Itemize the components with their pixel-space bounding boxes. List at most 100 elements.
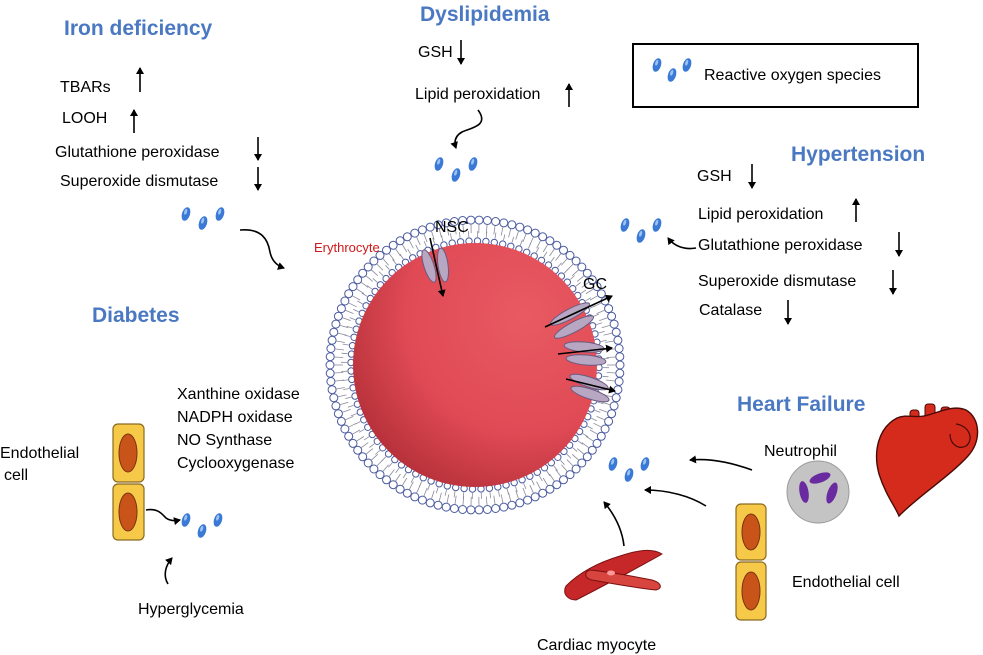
lipid-tail <box>363 436 370 441</box>
lipid-head <box>327 385 337 395</box>
lipid-tail <box>493 225 496 235</box>
lipid-head <box>613 335 623 345</box>
lipid-tail <box>542 477 549 486</box>
lipid-tail <box>395 248 401 257</box>
lipid-head <box>363 458 373 468</box>
lipid-tail <box>342 317 351 321</box>
lipid-head <box>433 220 443 230</box>
lipid-tail <box>522 487 527 497</box>
lipid-head <box>607 311 617 321</box>
lipid-tail <box>571 269 580 276</box>
lipid-tail <box>561 464 568 472</box>
lipid-tail <box>454 225 457 235</box>
lipid-head <box>592 282 602 292</box>
lipid-tail <box>365 448 374 455</box>
ros-icon <box>180 512 224 539</box>
lipid-tail <box>407 248 412 255</box>
lipid-head <box>340 424 350 434</box>
lipid-tail <box>446 494 450 504</box>
lipid-tail <box>511 236 515 243</box>
lipid-tail <box>341 379 348 381</box>
lipid-tail <box>431 490 435 500</box>
lipid-head <box>611 327 621 337</box>
lipid-head <box>417 225 427 235</box>
lipid-tail <box>515 486 518 493</box>
nsc-channel <box>421 247 449 283</box>
lipid-tail <box>360 281 369 288</box>
lipid-tail <box>506 488 509 495</box>
lipid-tail <box>522 233 527 243</box>
lipid-tail <box>591 417 597 422</box>
lipid-tail <box>366 285 373 290</box>
lipid-tail <box>348 302 357 308</box>
lipid-head <box>523 225 533 235</box>
lipid-tail <box>410 477 415 483</box>
lipid-tail <box>576 275 585 282</box>
lipid-tail <box>589 295 598 301</box>
lipid-tail <box>342 409 351 413</box>
lipid-tail <box>596 322 603 325</box>
lipid-tail <box>459 231 461 238</box>
lipid-head <box>507 500 517 510</box>
lipid-tail <box>555 253 562 261</box>
lipid-head <box>474 215 484 225</box>
lipid-head <box>417 495 427 505</box>
gc-arrow-icon <box>544 294 613 328</box>
lipid-head <box>545 484 555 494</box>
lipid-tail <box>385 265 390 270</box>
lipid-head <box>499 502 509 512</box>
lipid-head <box>565 250 575 260</box>
lipid-tail <box>582 433 589 438</box>
lipid-tail <box>444 489 447 496</box>
lipid-head <box>326 377 336 386</box>
lipid-tail <box>462 492 465 499</box>
lipid-head <box>353 445 363 455</box>
lipid-tail <box>423 233 428 243</box>
lipid-tail <box>546 470 551 477</box>
nsc-label: NSC <box>435 219 469 236</box>
lipid-tail <box>370 454 379 461</box>
hf-endothelial-label: Endothelial cell <box>792 574 900 591</box>
lipid-tail <box>606 356 616 358</box>
lipid-head <box>433 500 443 510</box>
lipid-tail <box>508 492 512 502</box>
lipid-tail <box>493 495 496 505</box>
lipid-tail <box>347 405 354 408</box>
lipid-head <box>587 275 597 285</box>
lipid-head <box>530 228 540 238</box>
lipid-tail <box>585 436 594 442</box>
lipid-head <box>395 484 405 494</box>
lipid-tail <box>418 481 423 487</box>
iron-item-tbars: TBARs <box>60 79 111 96</box>
lipid-tail <box>585 297 592 302</box>
lipid-tail <box>542 244 549 253</box>
lipid-tail <box>423 240 427 247</box>
lipid-head <box>600 424 610 434</box>
lipid-tail <box>515 490 519 500</box>
lipid-head <box>382 475 391 485</box>
cardiac-myocyte-icon <box>564 549 663 601</box>
lipid-tail <box>375 450 380 455</box>
lipid-tail <box>388 469 395 477</box>
curved-arrow-icon <box>145 508 181 526</box>
lipid-tail <box>536 481 542 490</box>
lipid-tail <box>360 442 369 449</box>
lipid-head <box>582 268 592 278</box>
curved-arrow-icon <box>239 229 285 270</box>
lipid-tail <box>606 372 616 374</box>
lipid-head <box>482 216 492 225</box>
lipid-head <box>611 393 621 403</box>
lipid-tail <box>361 292 368 297</box>
lipid-head <box>523 495 533 505</box>
lipid-tail <box>370 269 379 276</box>
lipid-tail <box>344 416 354 421</box>
hypertension-item-sod: Superoxide dismutase <box>698 273 856 290</box>
diabetes-section: Diabetes Xanthine oxidase NADPH oxidase … <box>0 304 300 618</box>
lipid-tail <box>408 481 414 490</box>
lipid-tail <box>485 231 488 238</box>
lipid-tail <box>593 313 600 317</box>
lipid-tail <box>531 479 535 486</box>
diabetes-title: Diabetes <box>92 304 180 327</box>
lipid-tail <box>341 352 348 355</box>
lipid-tail <box>381 456 387 462</box>
